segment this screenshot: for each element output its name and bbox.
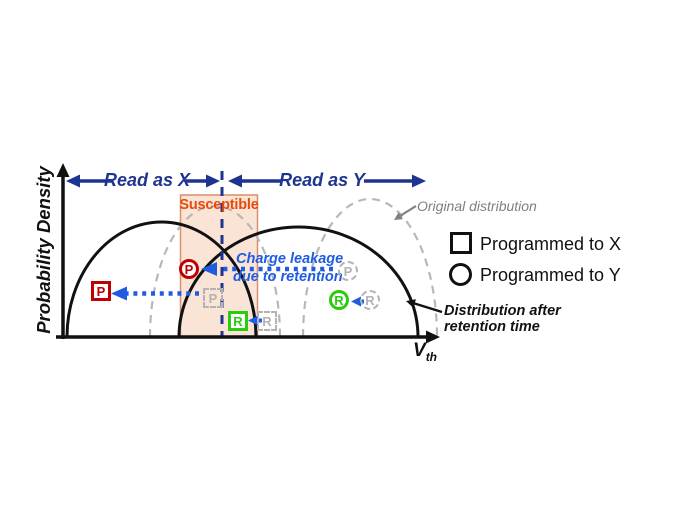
x-axis-label-main: V <box>413 340 426 361</box>
marker-green-square-r: R <box>228 311 248 331</box>
marker-red-circle-p: P <box>179 259 199 279</box>
original-distribution-annotation: Original distribution <box>417 198 537 214</box>
y-axis-label: Probability Density <box>33 166 54 334</box>
p-circle-shift-arrow-icon <box>201 262 217 276</box>
after-retention-annotation-line2: retention time <box>444 319 540 335</box>
square-outline-icon <box>450 232 472 254</box>
x-original-distribution-curve <box>148 204 282 338</box>
read-as-x-label: Read as X <box>103 170 191 190</box>
y-after-retention-curve <box>177 225 420 338</box>
x-after-retention-curve <box>65 220 258 338</box>
read-x-right-arrow-icon <box>206 174 220 188</box>
read-y-right-arrow-icon <box>412 174 426 188</box>
read-range-arrows <box>66 174 426 188</box>
marker-gray-dashed-circle-r: R <box>360 290 380 310</box>
x-axis-label: Vth <box>413 340 437 364</box>
marker-gray-dashed-square-r: R <box>257 311 277 331</box>
after-retention-annotation-line1: Distribution after <box>444 303 561 319</box>
r-square-shift-arrow-icon <box>248 315 258 326</box>
p-square-shift-arrow-icon <box>111 286 127 301</box>
marker-green-circle-r: R <box>329 290 349 310</box>
x-axis-arrow-icon <box>426 330 440 344</box>
legend-programmed-to-x-label: Programmed to X <box>480 234 622 254</box>
charge-leakage-annotation-line2: due to retention <box>233 269 343 285</box>
original-distribution-pointer-icon <box>394 212 403 220</box>
y-axis-arrow-icon <box>56 163 70 177</box>
original-distribution-pointer-line <box>399 205 417 217</box>
y-original-distribution-curve <box>301 197 439 338</box>
x-axis-label-sub: th <box>425 349 438 364</box>
susceptible-label: Susceptible <box>179 197 259 213</box>
after-retention-pointer-icon <box>406 299 416 308</box>
marker-gray-dashed-square-p: P <box>203 288 223 308</box>
after-retention-pointer-line <box>412 301 443 314</box>
charge-leakage-annotation-line1: Charge leakage <box>236 251 344 267</box>
marker-red-square-p: P <box>91 281 111 301</box>
r-circle-shift-arrow-icon <box>351 296 361 307</box>
legend-programmed-to-y-label: Programmed to Y <box>480 265 621 285</box>
circle-outline-icon <box>449 263 472 286</box>
read-y-left-arrow-icon <box>228 174 242 188</box>
read-as-y-label: Read as Y <box>279 170 365 190</box>
marker-gray-dashed-circle-p: P <box>338 261 358 281</box>
read-x-left-arrow-icon <box>66 174 80 188</box>
